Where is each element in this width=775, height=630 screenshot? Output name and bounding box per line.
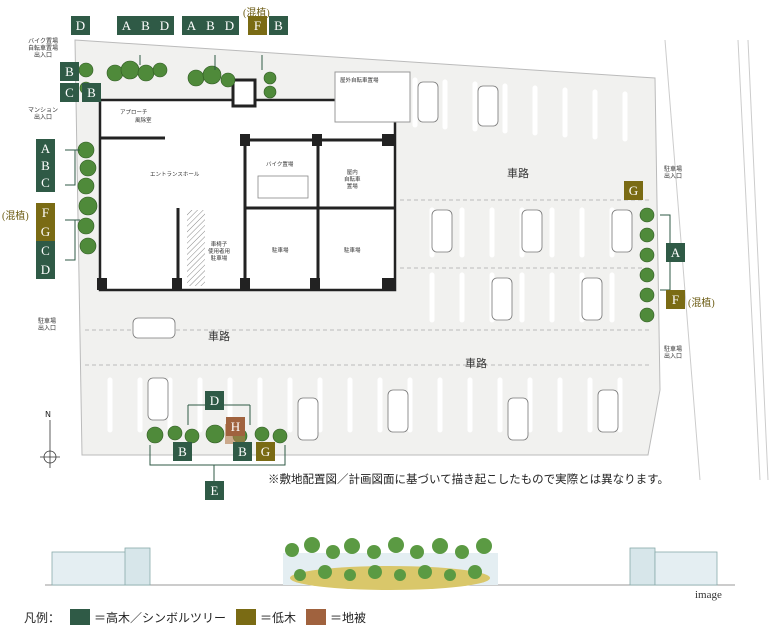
tag-b: B: [173, 442, 192, 461]
tag-d: D: [220, 16, 239, 35]
room-outdoor-bike: 屋外自転車置場: [340, 78, 379, 84]
room-wheelchair-parking: 車椅子 使用者用 駐車場: [208, 242, 231, 262]
tag-d: D: [205, 391, 224, 410]
elevation-illustration: [45, 547, 735, 590]
mixed-planting-label: (混植): [688, 298, 715, 309]
bike-entrance-label: バイク置場 自転車置場 出入口: [28, 38, 59, 59]
tag-a: A: [182, 16, 201, 35]
room-parking: 駐車場: [272, 248, 289, 254]
mixed-planting-label: (混植): [2, 211, 29, 222]
room-indoor-bike: 屋内 自転車 置場: [344, 170, 361, 190]
room-bike-parking: バイク置場: [266, 162, 294, 168]
tag-b: B: [36, 156, 55, 175]
room-parking: 駐車場: [344, 248, 361, 254]
tag-f: F: [248, 16, 267, 35]
tag-b: B: [60, 62, 79, 81]
legend-swatch-tall-tree: [70, 609, 91, 625]
road-label: 車路: [507, 168, 529, 180]
tag-a: A: [36, 139, 55, 158]
tag-h: H: [226, 417, 245, 436]
tag-e: E: [205, 481, 224, 500]
parked-cars: [132, 81, 633, 441]
disclaimer-note: ※敷地配置図／計画図面に基づいて描き起こしたもので実際とは異なります。: [268, 474, 670, 486]
tag-b: B: [269, 16, 288, 35]
building: [98, 98, 397, 292]
tag-d: D: [155, 16, 174, 35]
tag-g: G: [256, 442, 275, 461]
mixed-planting-label: (混植): [243, 8, 270, 19]
compass-north-label: N: [45, 410, 51, 419]
legend-swatch-shrub: [236, 609, 257, 625]
tag-c: C: [36, 241, 55, 260]
tag-g: G: [36, 222, 55, 241]
room-approach: アプローチ: [120, 110, 148, 116]
parking-entrance-label: 駐車場 出入口: [664, 346, 683, 360]
tag-c: C: [60, 83, 79, 102]
mansion-entrance-label: マンション 出入口: [28, 107, 59, 121]
legend-swatch-groundcover: [306, 609, 327, 625]
tag-b: B: [233, 442, 252, 461]
legend: 凡例： ＝高木／シンボルツリー ＝低木 ＝地被: [24, 607, 366, 627]
tag-b: B: [136, 16, 155, 35]
tag-c: C: [36, 173, 55, 192]
legend-label-shrub: ＝低木: [260, 610, 297, 625]
legend-title: 凡例：: [24, 610, 61, 625]
room-windbreak: 風除室: [135, 118, 152, 124]
parking-entrance-label: 駐車場 出入口: [664, 166, 683, 180]
road-label: 車路: [208, 331, 230, 343]
tag-b: B: [82, 83, 101, 102]
room-entrance-hall: エントランスホール: [150, 172, 200, 178]
tag-f: F: [666, 290, 685, 309]
road-label: 車路: [465, 358, 487, 370]
tag-f: F: [36, 203, 55, 222]
tag-a: A: [117, 16, 136, 35]
tag-a: A: [666, 243, 685, 262]
tag-d-top: D: [71, 16, 90, 35]
compass: [40, 420, 60, 468]
tag-d: D: [36, 260, 55, 279]
image-caption: image: [695, 589, 722, 601]
tag-g: G: [624, 181, 643, 200]
parking-entrance-label: 駐車場 出入口: [38, 318, 57, 332]
tag-b: B: [201, 16, 220, 35]
legend-label-groundcover: ＝地被: [330, 610, 367, 625]
legend-label-tall-tree: ＝高木／シンボルツリー: [94, 610, 227, 625]
